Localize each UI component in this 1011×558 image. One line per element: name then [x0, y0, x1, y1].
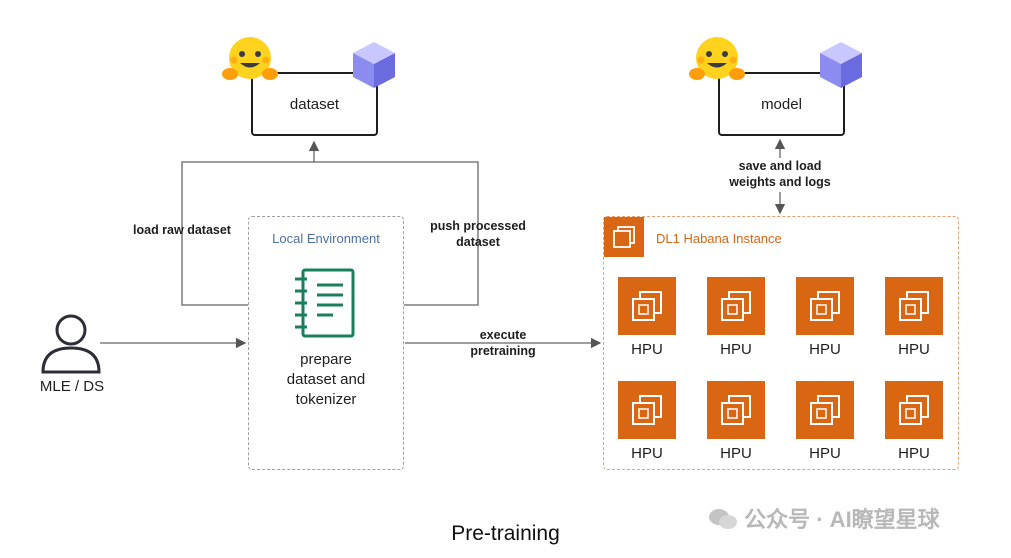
push-processed-line: [308, 140, 479, 306]
hpu-tile: [618, 277, 676, 335]
dataset-label: dataset: [289, 95, 340, 113]
notebook-icon: [295, 268, 355, 338]
hpu-tile: [796, 381, 854, 439]
user-icon: [41, 314, 101, 374]
hpu-tile: [618, 381, 676, 439]
user-label: MLE / DS: [39, 378, 105, 395]
hpu-label: HPU: [631, 445, 663, 462]
chip-icon: [899, 395, 929, 425]
chip-icon: [810, 291, 840, 321]
hpu-label: HPU: [898, 445, 930, 462]
hpu-tile: [885, 381, 943, 439]
instance-badge: [604, 217, 644, 257]
hpu-label: HPU: [809, 445, 841, 462]
instance-title: DL1 Habana Instance: [656, 231, 782, 246]
prepare-dataset-label: prepare dataset and tokenizer: [286, 351, 366, 408]
wechat-icon: [709, 509, 737, 529]
local-environment-title: Local Environment: [272, 231, 380, 246]
hugging-face-emoji-icon: [689, 37, 745, 80]
watermark-text: 公众号 · AI瞭望星球: [744, 507, 940, 532]
chip-icon: [721, 395, 751, 425]
hpu-label: HPU: [809, 341, 841, 358]
chip-icon: [721, 291, 751, 321]
dataset-box: dataset: [251, 72, 378, 136]
load-raw-dataset-label: load raw dataset: [133, 223, 231, 237]
hpu-label: HPU: [720, 445, 752, 462]
hpu-label: HPU: [720, 341, 752, 358]
caption: Pre-training: [451, 522, 560, 545]
chip-icon: [632, 395, 662, 425]
cube-icon: [353, 42, 395, 88]
load-raw-line: [181, 161, 314, 311]
cube-icon: [820, 42, 862, 88]
chip-icon: [613, 226, 635, 248]
hpu-tile: [796, 277, 854, 335]
hpu-tile: [885, 277, 943, 335]
push-processed-dataset-label: push processed dataset: [430, 219, 526, 249]
hpu-tile: [707, 381, 765, 439]
model-label: model: [761, 95, 802, 113]
hpu-tile: [707, 277, 765, 335]
chip-icon: [632, 291, 662, 321]
chip-icon: [899, 291, 929, 321]
hpu-label: HPU: [898, 341, 930, 358]
chip-icon: [810, 395, 840, 425]
watermark: 公众号 · AI瞭望星球: [708, 502, 940, 534]
model-box: model: [718, 72, 845, 136]
local-environment-container: Local Environment prepare dataset and to…: [248, 216, 404, 470]
save-load-weights-label: save and load weights and logs: [729, 159, 831, 189]
execute-pretraining-label: execute pretraining: [470, 328, 536, 358]
hpu-label: HPU: [631, 341, 663, 358]
hugging-face-emoji-icon: [222, 37, 278, 80]
